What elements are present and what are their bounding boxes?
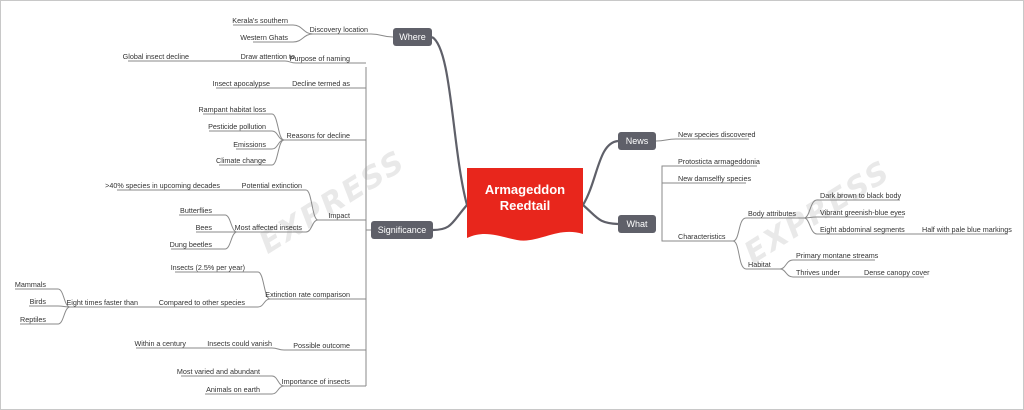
node-reasons[interactable]: Reasons for decline (286, 131, 350, 140)
node-insect-apocalypse[interactable]: Insect apocalypse (212, 79, 270, 88)
node-dark-brown[interactable]: Dark brown to black body (820, 191, 902, 200)
node-draw-attention[interactable]: Draw attention to (240, 52, 295, 61)
node-damselfly[interactable]: New damselfly species (678, 174, 752, 183)
node-could-vanish[interactable]: Insects could vanish (207, 339, 272, 348)
node-most-varied[interactable]: Most varied and abundant (176, 367, 260, 376)
node-importance[interactable]: Importance of insects (281, 377, 350, 386)
node-characteristics[interactable]: Characteristics (678, 232, 726, 241)
node-bees[interactable]: Bees (195, 223, 212, 232)
central-title-line1: Armageddon (484, 182, 566, 197)
node-extinction-rate[interactable]: Extinction rate comparison (265, 290, 350, 299)
topic-news[interactable]: News (618, 132, 656, 150)
topic-significance[interactable]: Significance (371, 221, 433, 239)
link-center-significance (432, 204, 468, 232)
node-thrives[interactable]: Thrives under (796, 268, 840, 277)
node-insects-rate[interactable]: Insects (2.5% per year) (170, 263, 245, 272)
node-eight-times[interactable]: Eight times faster than (66, 298, 138, 307)
central-node[interactable]: Armageddon Reedtail (467, 168, 583, 244)
topic-what[interactable]: What (618, 215, 656, 233)
node-birds[interactable]: Birds (29, 297, 46, 306)
node-habitat-loss[interactable]: Rampant habitat loss (198, 105, 266, 114)
node-most-affected[interactable]: Most affected insects (234, 223, 302, 232)
node-markings[interactable]: Half with pale blue markings (922, 225, 1012, 234)
central-title: Armageddon Reedtail (467, 182, 583, 214)
link-center-what (582, 204, 619, 226)
node-western-ghats[interactable]: Western Ghats (240, 33, 288, 42)
node-possible-outcome[interactable]: Possible outcome (293, 341, 350, 350)
node-discovery-location[interactable]: Discovery location (309, 25, 368, 34)
node-within-century[interactable]: Within a century (134, 339, 186, 348)
node-compared[interactable]: Compared to other species (158, 298, 245, 307)
node-mammals[interactable]: Mammals (14, 280, 46, 289)
node-reptiles[interactable]: Reptiles (20, 315, 46, 324)
node-climate[interactable]: Climate change (216, 156, 266, 165)
topic-where[interactable]: Where (393, 28, 432, 46)
node-forty-percent[interactable]: >40% species in upcoming decades (105, 181, 220, 190)
node-streams[interactable]: Primary montane streams (796, 251, 879, 260)
node-eyes[interactable]: Vibrant greenish-blue eyes (820, 208, 906, 217)
node-protosticta[interactable]: Protosticta armageddonia (678, 157, 760, 166)
node-purpose-naming[interactable]: Purpose of naming (289, 54, 350, 63)
node-body-attributes[interactable]: Body attributes (748, 209, 796, 218)
node-animals-earth[interactable]: Animals on earth (206, 385, 260, 394)
node-canopy[interactable]: Dense canopy cover (864, 268, 930, 277)
node-potential-extinction[interactable]: Potential extinction (241, 181, 302, 190)
node-butterflies[interactable]: Butterflies (180, 206, 212, 215)
node-pesticide[interactable]: Pesticide pollution (208, 122, 266, 131)
node-new-species[interactable]: New species discovered (678, 130, 756, 139)
link-center-news (582, 139, 619, 206)
node-segments[interactable]: Eight abdominal segments (820, 225, 905, 234)
node-decline-termed[interactable]: Decline termed as (292, 79, 350, 88)
node-habitat[interactable]: Habitat (748, 260, 771, 269)
central-node-shape (467, 168, 583, 241)
node-global-decline[interactable]: Global insect decline (122, 52, 189, 61)
node-dung-beetles[interactable]: Dung beetles (169, 240, 212, 249)
node-impact[interactable]: Impact (328, 211, 350, 220)
link-center-where (431, 36, 469, 206)
central-title-line2: Reedtail (499, 198, 551, 213)
node-emissions[interactable]: Emissions (233, 140, 266, 149)
node-kerala[interactable]: Kerala's southern (232, 16, 288, 25)
